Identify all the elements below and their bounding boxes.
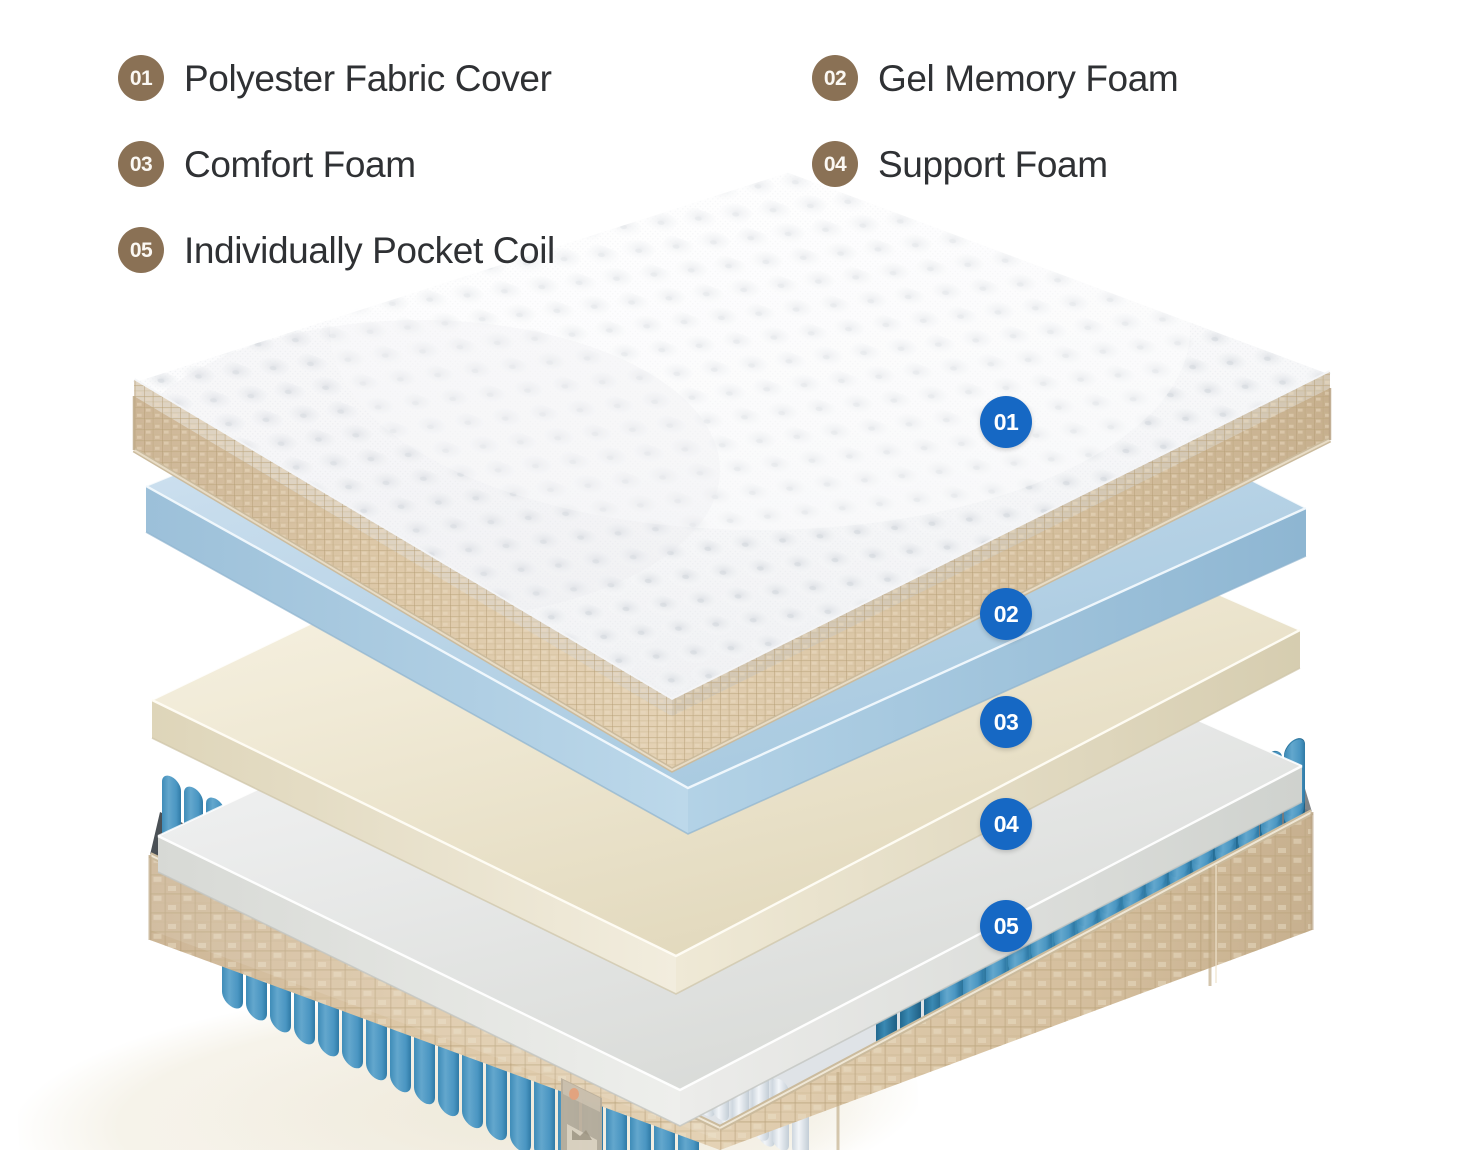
legend-row: 01 Polyester Fabric Cover 02 Gel Memory … [118,55,1348,119]
legend-label-05: Individually Pocket Coil [184,229,555,271]
legend-row: 05 Individually Pocket Coil [118,227,1348,291]
legend-item-05: 05 Individually Pocket Coil [118,227,812,273]
pin-05-individually-pocket-coil[interactable]: 05 [980,900,1032,952]
legend-label-02: Gel Memory Foam [878,57,1179,99]
legend-item-04: 04 Support Foam [812,141,1332,187]
legend: 01 Polyester Fabric Cover 02 Gel Memory … [118,55,1348,313]
legend-label-01: Polyester Fabric Cover [184,57,552,99]
legend-badge-04: 04 [812,141,858,187]
legend-badge-02: 02 [812,55,858,101]
pin-04-support-foam[interactable]: 04 [980,798,1032,850]
product-label-tag [561,1078,602,1150]
legend-badge-01: 01 [118,55,164,101]
legend-item-02: 02 Gel Memory Foam [812,55,1332,101]
legend-badge-03: 03 [118,141,164,187]
legend-row: 03 Comfort Foam 04 Support Foam [118,141,1348,205]
legend-item-03: 03 Comfort Foam [118,141,812,187]
legend-label-04: Support Foam [878,143,1108,185]
pin-02-gel-memory-foam[interactable]: 02 [980,588,1032,640]
legend-badge-05: 05 [118,227,164,273]
legend-item-01: 01 Polyester Fabric Cover [118,55,812,101]
pin-03-comfort-foam[interactable]: 03 [980,696,1032,748]
legend-label-03: Comfort Foam [184,143,416,185]
pin-01-polyester-fabric-cover[interactable]: 01 [980,396,1032,448]
